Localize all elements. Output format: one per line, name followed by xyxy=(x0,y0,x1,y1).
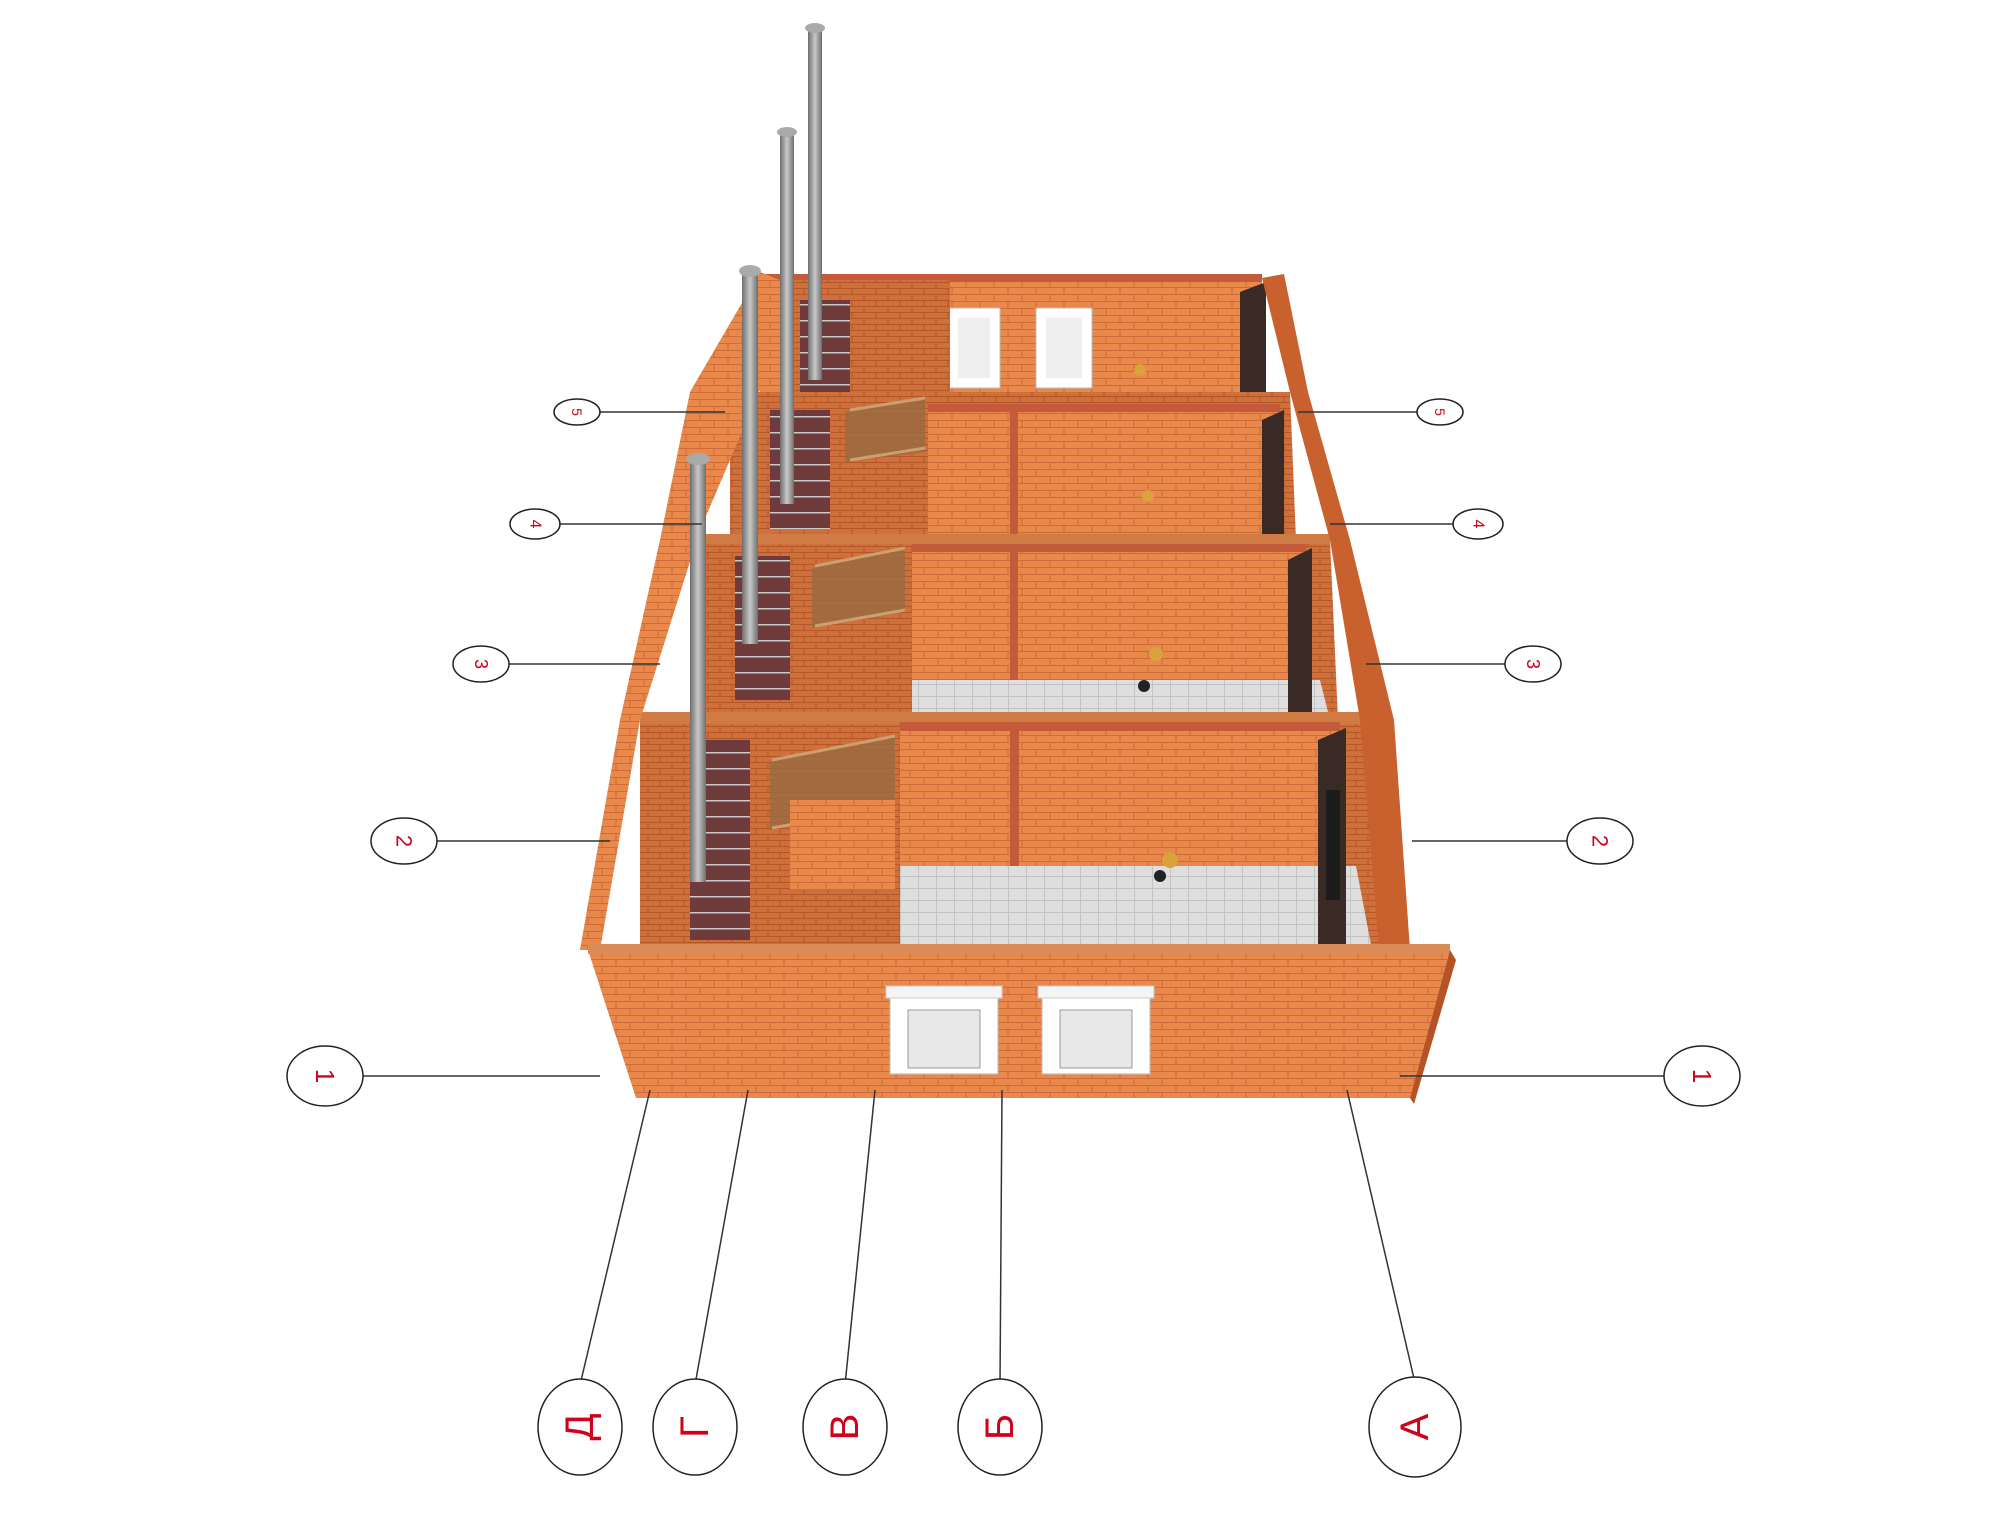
row-axis-label: 2 xyxy=(1588,835,1613,847)
row-axis-label: 4 xyxy=(1470,520,1487,529)
row-axis-label: 3 xyxy=(1523,659,1543,669)
column-axis-bubble xyxy=(802,1378,888,1476)
column-axis-label: Д xyxy=(558,1413,602,1440)
row-axis-bubble xyxy=(1663,1045,1741,1107)
column-axis-bubble xyxy=(957,1378,1043,1476)
column-axis-label: А xyxy=(1393,1413,1437,1440)
row-axis-label: 5 xyxy=(569,408,585,416)
chimney-pipes xyxy=(686,23,825,882)
axis-grid: 1 1 2 2 3 3 4 4 5 5Д Г В Б А xyxy=(286,398,1741,1478)
column-axis-bubble xyxy=(537,1378,623,1476)
row-axis-bubble xyxy=(1416,398,1464,426)
row-axis-bubble xyxy=(509,508,561,540)
column-axis-line xyxy=(844,1089,876,1380)
row-axis-label: 1 xyxy=(310,1069,340,1083)
right-outer-wall xyxy=(1262,274,1410,960)
column-axis-label: Б xyxy=(978,1414,1022,1440)
module-4 xyxy=(730,392,1296,540)
row-axis-bubble xyxy=(286,1045,364,1107)
column-axis-line xyxy=(1346,1089,1415,1378)
row-axis-label: 5 xyxy=(1432,408,1448,416)
building-model xyxy=(580,23,1456,1104)
module-5 xyxy=(760,274,1266,398)
row-axis-label: 1 xyxy=(1687,1069,1717,1083)
row-axis-bubble xyxy=(1566,817,1634,865)
column-axis-label: В xyxy=(823,1414,867,1441)
column-axis-label: Г xyxy=(673,1416,717,1438)
row-axis-label: 4 xyxy=(527,520,544,529)
left-outer-wall xyxy=(580,272,780,950)
column-axis-bubble xyxy=(652,1378,738,1476)
row-axis-label: 3 xyxy=(471,659,491,669)
module-2 xyxy=(640,712,1380,950)
row-axis-bubble xyxy=(370,817,438,865)
row-axis-label: 2 xyxy=(392,835,417,847)
row-axis-bubble xyxy=(452,645,510,683)
chandeliers xyxy=(1134,364,1178,882)
row-axis-bubble xyxy=(1504,645,1562,683)
row-axis-bubble xyxy=(1452,508,1504,540)
column-axis-line xyxy=(999,1089,1003,1380)
row-axis-bubble xyxy=(553,398,601,426)
front-wall xyxy=(588,944,1456,1104)
column-axis-line xyxy=(695,1089,749,1380)
module-3 xyxy=(690,534,1338,720)
column-axis-line xyxy=(580,1089,651,1380)
column-axis-bubble xyxy=(1368,1376,1462,1478)
